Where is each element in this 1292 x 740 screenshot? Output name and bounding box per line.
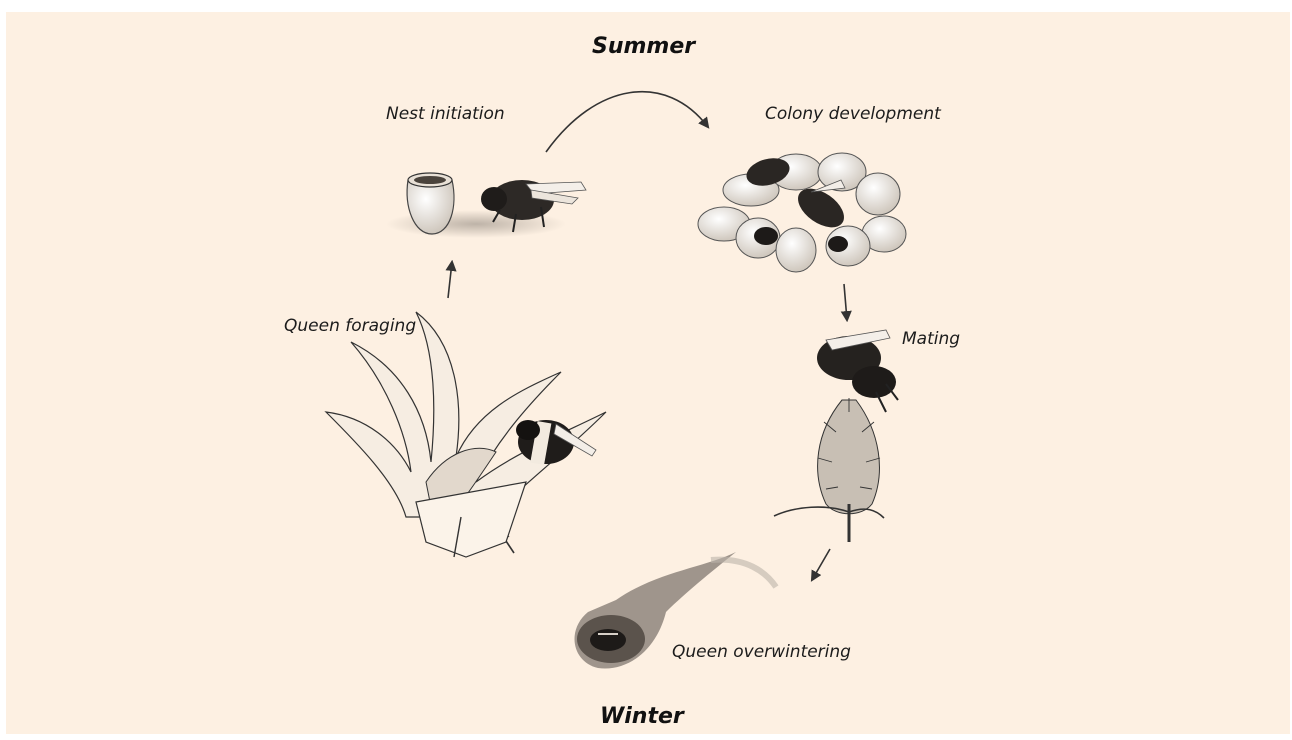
season-label-winter: Winter [600,704,684,730]
brood-cells-icon [698,153,906,272]
illustration-canvas [6,12,1290,734]
cycle-arrow-colony-to-mating [844,284,847,320]
cycle-arrow-foraging-to-nest [448,262,452,298]
diagram-panel: Summer Winter Nest initiation Colony dev… [6,12,1290,734]
stage-label-queen-overwintering: Queen overwintering [672,642,851,662]
flower-bee-icon [326,312,606,557]
cycle-arrow-nest-to-colony [546,92,708,152]
stage-label-nest-initiation: Nest initiation [386,104,505,124]
season-label-summer: Summer [592,34,695,60]
thistle-bees-icon [774,330,898,542]
stage-label-mating: Mating [902,329,960,349]
stage-label-colony-development: Colony development [765,104,941,124]
nest-pot-and-bee-icon [386,173,586,238]
cycle-arrow-mating-to-overwinter [812,549,830,580]
stage-label-queen-foraging: Queen foraging [284,316,416,336]
